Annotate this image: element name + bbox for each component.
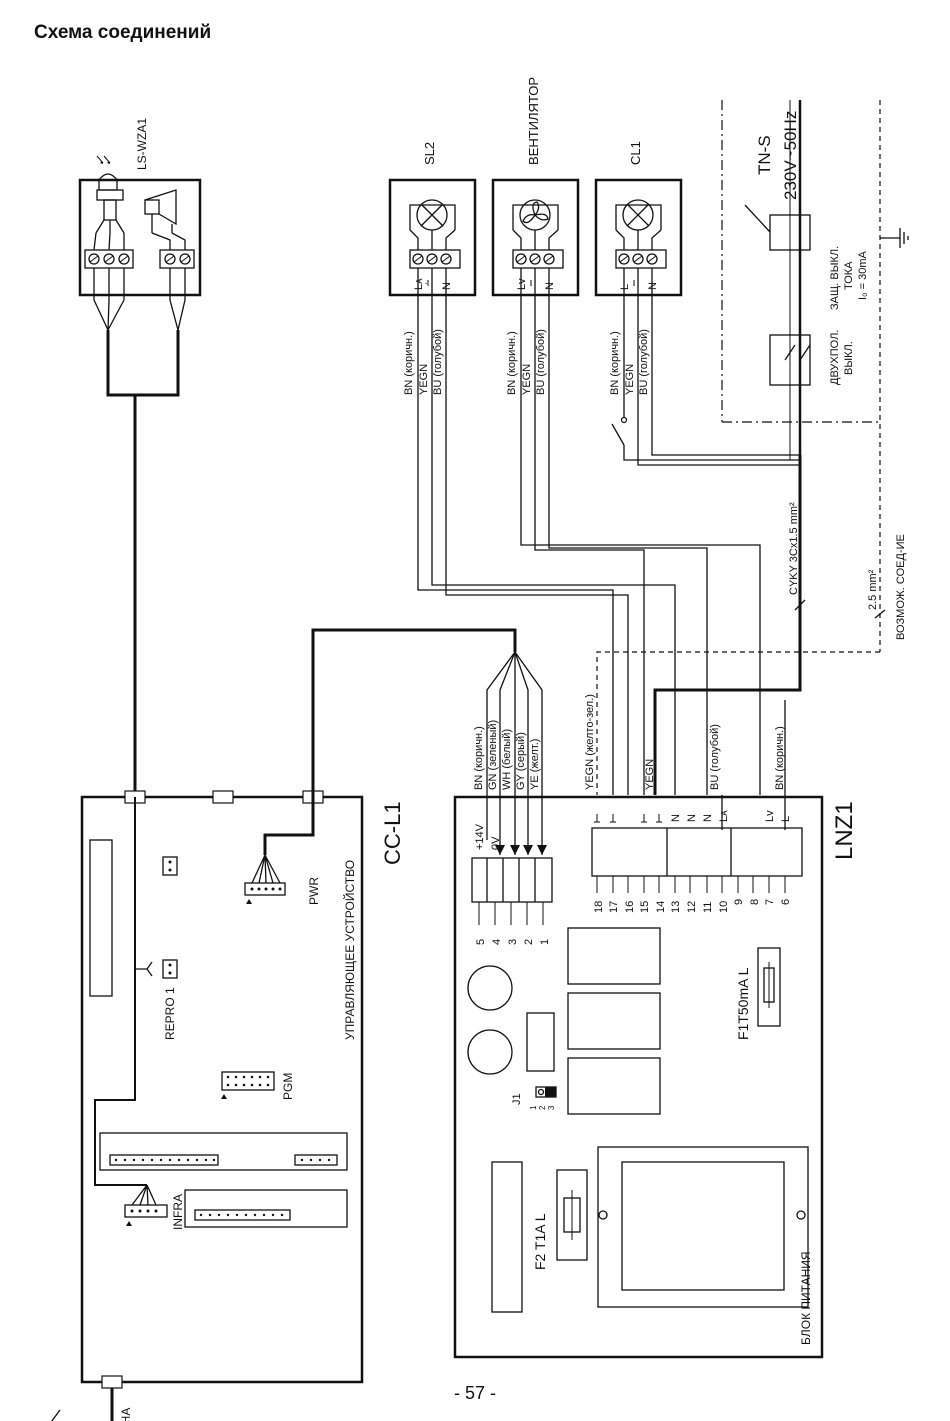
hv-terminal-13: 13 — [670, 901, 682, 913]
fan-icon — [522, 201, 549, 224]
hv-terminal-8: 8 — [749, 899, 761, 905]
light-sensor-icon — [95, 155, 125, 234]
hv-mark-n2: N — [686, 814, 698, 822]
ground-icon — [425, 280, 433, 290]
cl1-wire-yegn: YEGN — [624, 364, 636, 395]
hv-terminal-16: 16 — [624, 901, 636, 913]
ls-wza1-sensor: LS-WZA1 — [78, 118, 202, 795]
light-cl1: CL1 L N — [594, 141, 683, 297]
pgm-label: PGM — [281, 1073, 295, 1100]
pwr-label: PWR — [307, 877, 321, 905]
hv-terminal-9: 9 — [733, 899, 745, 905]
control-wire-ye: YE (желт.) — [529, 739, 541, 790]
lnz1-psu-label: БЛОК ПИТАНИЯ — [799, 1251, 813, 1345]
lnz1-wire-bu: BU (голубой) — [709, 724, 721, 790]
jumper-pin-1: 1 — [529, 1105, 538, 1110]
sl2-wire-bu: BU (голубой) — [432, 329, 444, 395]
control-wire-bn: BN (коричн.) — [473, 726, 485, 790]
cl1-terminal-n: N — [647, 282, 659, 290]
cable-main-label: CYKY 3Cx1.5 mm² — [788, 502, 800, 595]
sl2-terminal-la: Lᴀ — [413, 278, 425, 290]
jumper-pin-2: 2 — [538, 1105, 547, 1110]
hv-terminal-14: 14 — [655, 901, 667, 913]
rcd-label-1: ЗАЩ. ВЫКЛ. — [829, 246, 841, 310]
hv-mark-n1: N — [670, 814, 682, 822]
cl1-wire-bn: BN (коричн.) — [609, 331, 621, 395]
repro-label: REPRO 1 — [163, 987, 177, 1040]
hv-terminal-10: 10 — [718, 901, 730, 913]
ground-icon — [594, 814, 662, 823]
hv-terminal-6: 6 — [780, 899, 792, 905]
ccl1-subtitle: УПРАВЛЯЮЩЕЕ УСТРОЙСТВО — [342, 860, 357, 1040]
low-terminal-label-2: 0V — [490, 836, 502, 850]
hv-mark-lv: Lᴠ — [764, 810, 776, 822]
network-label: TN-S — [755, 135, 774, 175]
cl1-terminal-l: L — [619, 284, 631, 290]
lnz1-wire-yegn-left: YEGN (желто-зел.) — [584, 694, 596, 790]
control-wire-gn: GN (зеленый) — [487, 720, 499, 790]
switch-label-1: ДВУХПОЛ. — [829, 330, 841, 385]
jumper-pin-3: 3 — [547, 1105, 556, 1110]
switch-label-2: ВЫКЛ. — [843, 341, 855, 375]
hv-terminal-17: 17 — [608, 901, 620, 913]
low-terminal-num-1: 5 — [475, 939, 487, 945]
cl1-label: CL1 — [628, 141, 643, 165]
control-wire-gy: GY (серый) — [515, 732, 527, 790]
hv-mark-l: L — [780, 816, 792, 822]
lnz1-wire-yegn: YEGN — [644, 759, 656, 790]
hv-terminal-18: 18 — [593, 901, 605, 913]
hv-terminal-12: 12 — [686, 901, 698, 913]
sl2-label: SL2 — [422, 142, 437, 165]
fuse-f1-label: F1T50mA L — [735, 967, 751, 1040]
ls-wza1-label: LS-WZA1 — [135, 118, 149, 170]
fan-wire-bn: BN (коричн.) — [506, 331, 518, 395]
cable-alt-size: 2.5 mm² — [867, 569, 879, 610]
fan-wire-yegn: YEGN — [521, 364, 533, 395]
sl2-terminal-n: N — [441, 282, 453, 290]
fan-label: ВЕНТИЛЯТОР — [526, 77, 541, 165]
hv-mark-la: Lᴀ — [718, 810, 730, 822]
fuse-f2-label: F2 T1A L — [532, 1213, 548, 1270]
cable-alt-label: ВОЗМОЖ. СОЕД-ИЕ — [895, 534, 907, 640]
mains-supply: TN-S 230V~50Hz ЗАЩ. ВЫКЛ. ТОКА I₀ = 30mA… — [596, 100, 909, 795]
low-terminal-num-5: 1 — [539, 939, 551, 945]
hv-terminal-15: 15 — [639, 901, 651, 913]
sl2-wire-yegn: YEGN — [418, 364, 430, 395]
ccl1-controller: CC-L1 УПРАВЛЯЮЩЕЕ УСТРОЙСТВО REPRO 1 PWR… — [51, 790, 405, 1421]
infra-label: INFRA — [171, 1194, 185, 1230]
page-title: Схема соединений — [34, 22, 212, 43]
fan-wire-bu: BU (голубой) — [535, 329, 547, 395]
low-terminal-num-4: 2 — [523, 939, 535, 945]
hv-mark-n3: N — [702, 814, 714, 822]
lnz1-module: LNZ1 БЛОК ПИТАНИЯ +14V 0V 5 4 3 2 1 18 1… — [453, 694, 858, 1359]
lnz1-name: LNZ1 — [831, 801, 858, 860]
control-wiring: BN (коричн.) GN (зеленый) WH (белый) GY … — [311, 628, 547, 855]
page-number: - 57 - — [453, 1383, 496, 1403]
low-terminal-num-3: 3 — [507, 939, 519, 945]
control-wire-wh: WH (белый) — [501, 729, 513, 790]
rcd-label-3: I₀ = 30mA — [857, 250, 869, 300]
fan-terminal-lv: Lᴠ — [516, 278, 528, 290]
hv-terminal-7: 7 — [764, 899, 776, 905]
jumper-label: J1 — [511, 1093, 523, 1105]
light-sl2: SL2 Lᴀ N — [388, 142, 477, 297]
antenna-label: АНТЕННА — [119, 1408, 133, 1421]
rcd-label-2: ТОКА — [843, 261, 855, 290]
lnz1-wire-bn: BN (коричн.) — [774, 726, 786, 790]
low-terminal-label-1: +14V — [474, 823, 486, 850]
fan-terminal-n: N — [544, 282, 556, 290]
sl2-wire-bn: BN (коричн.) — [403, 331, 415, 395]
cl1-wire-bu: BU (голубой) — [638, 329, 650, 395]
ccl1-name: CC-L1 — [380, 801, 405, 865]
light-fan: ВЕНТИЛЯТОР Lᴠ N — [491, 77, 580, 297]
ground-icon — [880, 228, 909, 248]
speaker-icon — [144, 189, 177, 233]
low-terminal-num-2: 4 — [491, 939, 503, 945]
hv-terminal-11: 11 — [702, 902, 714, 913]
